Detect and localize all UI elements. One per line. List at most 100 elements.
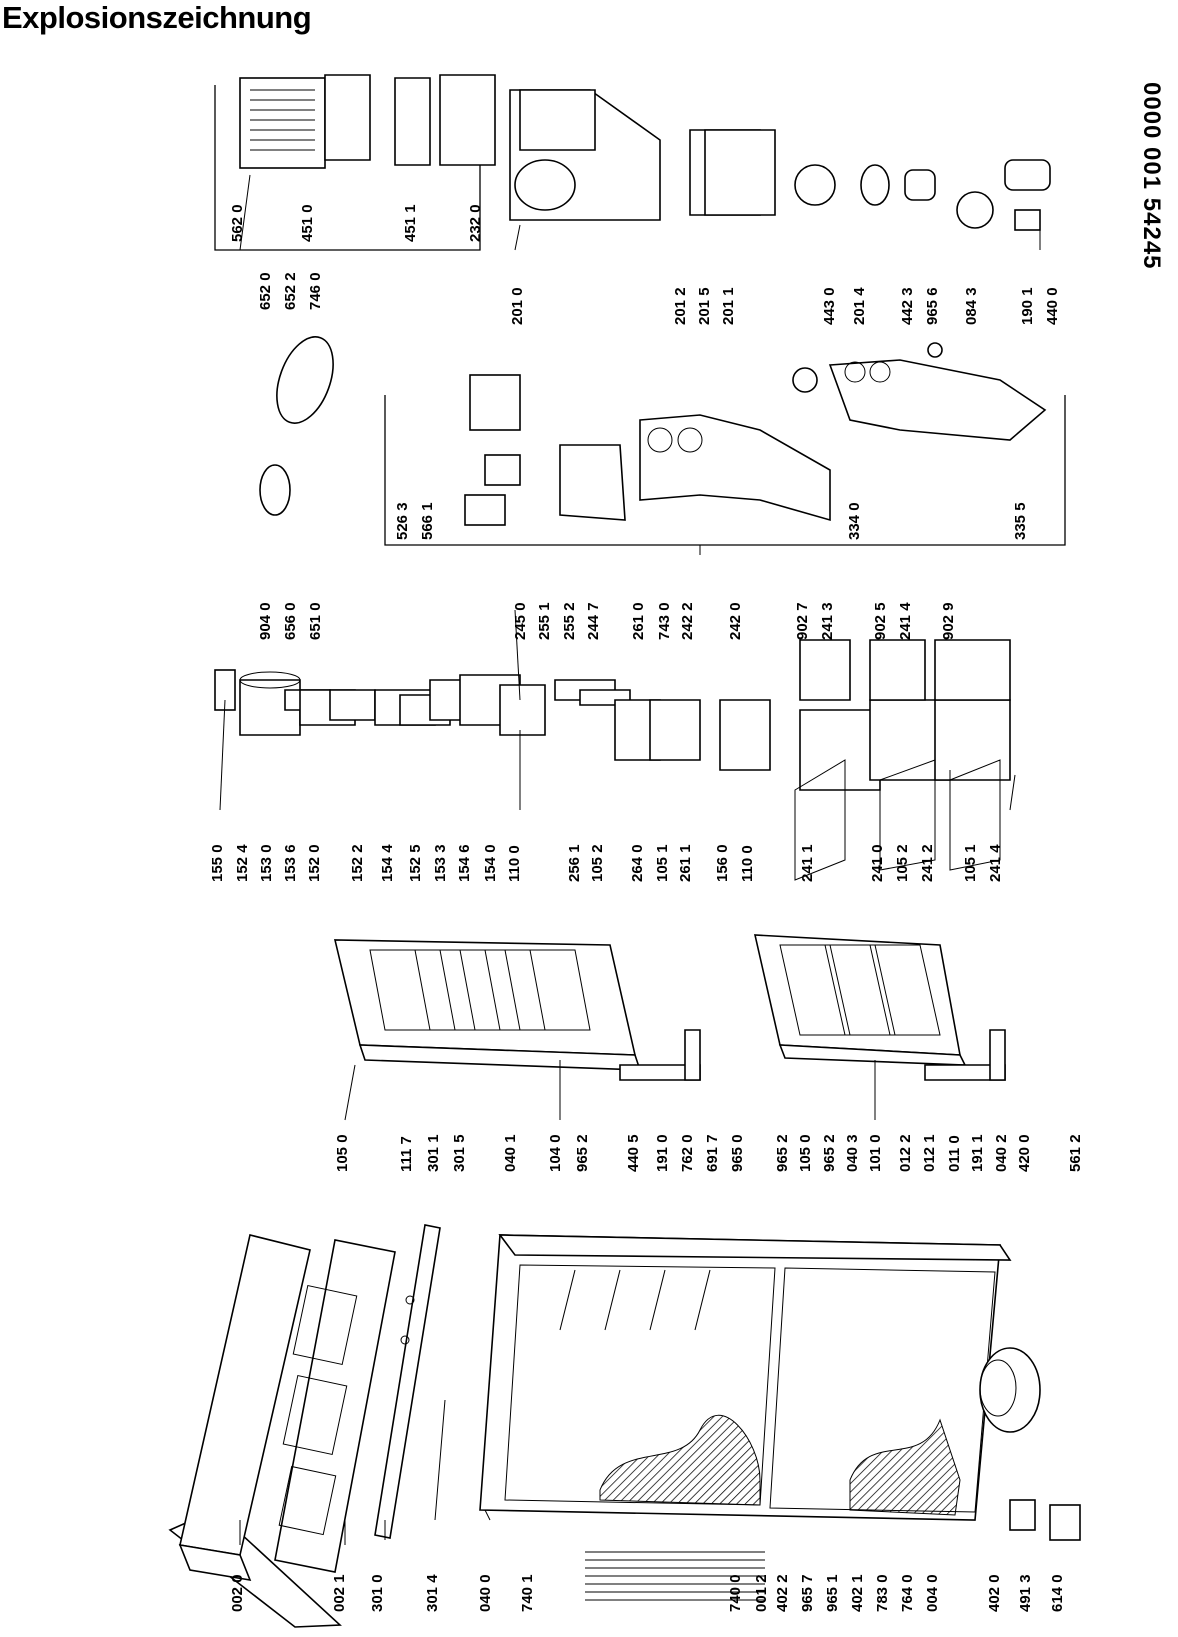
top-frame-002-1 <box>274 1239 396 1573</box>
part-label: 965 2 <box>821 1134 838 1172</box>
part-label: 241 0 <box>869 844 886 882</box>
page-title: Explosionszeichnung <box>2 0 312 35</box>
part-label: 762 0 <box>679 1134 696 1172</box>
part-label: 153 6 <box>282 844 299 882</box>
part-label: 242 0 <box>727 602 744 640</box>
part-label: 491 3 <box>1017 1574 1034 1612</box>
part-label: 442 3 <box>899 287 916 325</box>
fan-housing-201-0 <box>509 89 776 221</box>
part-label: 154 6 <box>456 844 473 882</box>
part-label: 965 1 <box>824 1574 841 1612</box>
part-label: 764 0 <box>899 1574 916 1612</box>
part-label: 201 1 <box>720 287 737 325</box>
part-label: 190 1 <box>1019 287 1036 325</box>
part-label: 783 0 <box>874 1574 891 1612</box>
part-label: 040 3 <box>844 1134 861 1172</box>
part-label: 241 1 <box>799 844 816 882</box>
part-label: 040 0 <box>477 1574 494 1612</box>
part-label: 651 0 <box>307 602 324 640</box>
part-label: 191 0 <box>654 1134 671 1172</box>
part-label: 153 3 <box>432 844 449 882</box>
part-label: 743 0 <box>656 602 673 640</box>
part-label: 691 7 <box>704 1134 721 1172</box>
part-label: 566 1 <box>419 502 436 540</box>
part-label: 245 0 <box>512 602 529 640</box>
part-label: 201 0 <box>509 287 526 325</box>
part-label: 001 2 <box>753 1574 770 1612</box>
part-label: 965 0 <box>729 1134 746 1172</box>
part-label: 101 0 <box>867 1134 884 1172</box>
part-label: 261 1 <box>677 844 694 882</box>
part-label: 152 2 <box>349 844 366 882</box>
part-label: 232 0 <box>467 204 484 242</box>
part-label: 256 1 <box>566 844 583 882</box>
part-label: 443 0 <box>821 287 838 325</box>
part-label: 451 0 <box>299 204 316 242</box>
part-label: 191 1 <box>969 1134 986 1172</box>
part-label: 902 7 <box>794 602 811 640</box>
part-label: 152 5 <box>407 844 424 882</box>
condenser-740-0 <box>585 1551 765 1601</box>
part-label: 154 0 <box>482 844 499 882</box>
part-label: 261 0 <box>630 602 647 640</box>
air-duct-assembly-743-0 <box>384 359 1066 546</box>
part-label: 561 2 <box>1067 1134 1084 1172</box>
part-label: 402 0 <box>986 1574 1003 1612</box>
part-label: 902 5 <box>872 602 889 640</box>
part-label: 402 2 <box>774 1574 791 1612</box>
part-label: 301 4 <box>424 1574 441 1612</box>
part-label: 965 6 <box>924 287 941 325</box>
part-label: 335 5 <box>1012 502 1029 540</box>
part-label: 965 2 <box>774 1134 791 1172</box>
part-label: 242 2 <box>679 602 696 640</box>
part-label: 201 4 <box>851 287 868 325</box>
part-label: 241 4 <box>987 844 1004 882</box>
evaporator-group-746-0 <box>214 74 496 516</box>
part-label: 301 1 <box>425 1134 442 1172</box>
part-label: 652 0 <box>257 272 274 310</box>
part-label: 110 0 <box>506 845 523 882</box>
part-label: 004 0 <box>924 1574 941 1612</box>
part-label: 111 7 <box>398 1136 415 1172</box>
part-label: 614 0 <box>1049 1574 1066 1612</box>
part-label: 904 0 <box>257 602 274 640</box>
crisper-drawers <box>614 639 1011 881</box>
part-label: 402 1 <box>849 1574 866 1612</box>
part-label: 526 3 <box>394 502 411 540</box>
cabinet-body <box>479 1234 1012 1521</box>
part-label: 255 2 <box>561 602 578 640</box>
part-label: 965 7 <box>799 1574 816 1612</box>
part-label: 156 0 <box>714 844 731 882</box>
part-label: 902 9 <box>940 602 957 640</box>
part-label: 152 4 <box>234 844 251 882</box>
part-label: 110 0 <box>739 845 756 882</box>
part-label: 255 1 <box>536 602 553 640</box>
part-label: 012 2 <box>897 1134 914 1172</box>
part-label: 002 1 <box>331 1574 348 1612</box>
part-label: 011 0 <box>946 1135 963 1172</box>
part-label: 244 7 <box>585 602 602 640</box>
part-label: 440 0 <box>1044 287 1061 325</box>
part-label: 652 2 <box>282 272 299 310</box>
fridge-door-101-0 <box>753 934 1006 1081</box>
part-label: 241 4 <box>897 602 914 640</box>
part-label: 264 0 <box>629 844 646 882</box>
part-label: 740 0 <box>727 1574 744 1612</box>
part-label: 040 1 <box>502 1134 519 1172</box>
part-label: 301 0 <box>369 1574 386 1612</box>
part-label: 440 5 <box>625 1134 642 1172</box>
part-label: 105 0 <box>797 1134 814 1172</box>
small-parts <box>794 159 1051 358</box>
part-label: 105 2 <box>894 844 911 882</box>
part-label: 301 5 <box>451 1134 468 1172</box>
part-label: 105 2 <box>589 844 606 882</box>
part-label: 740 1 <box>519 1574 536 1612</box>
part-label: 656 0 <box>282 602 299 640</box>
part-label: 155 0 <box>209 844 226 882</box>
part-label: 201 2 <box>672 287 689 325</box>
part-label: 104 0 <box>547 1134 564 1172</box>
part-label: 241 3 <box>819 602 836 640</box>
part-label: 451 1 <box>402 204 419 242</box>
part-label: 965 2 <box>574 1134 591 1172</box>
